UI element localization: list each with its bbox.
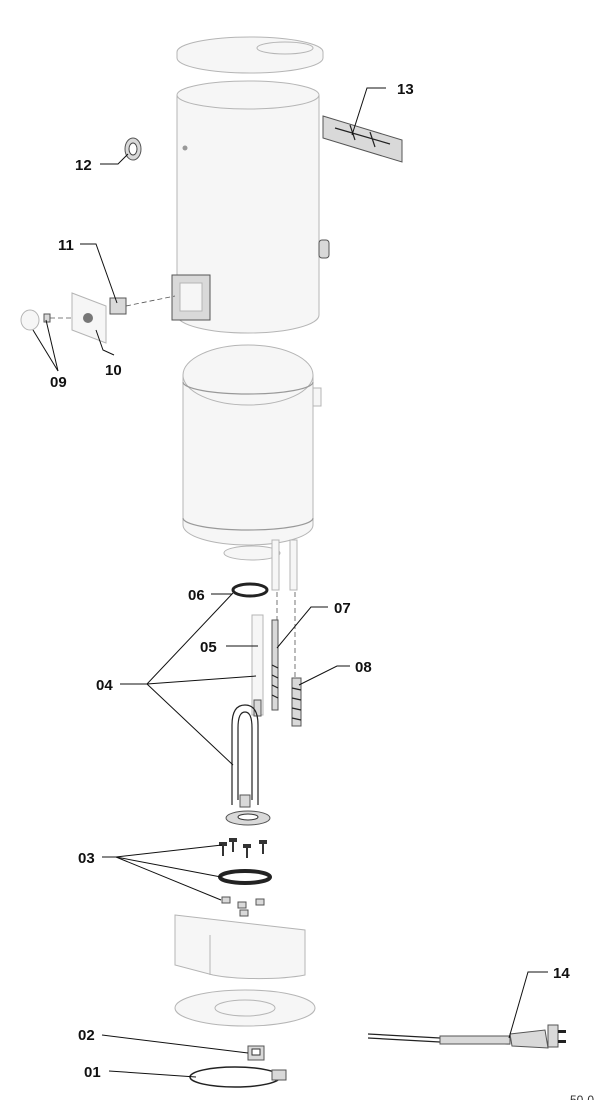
part-06-gasket (231, 582, 269, 598)
part-08-sleeve (291, 677, 302, 727)
part-04-heating-element (225, 704, 271, 826)
callout-08: 08 (355, 659, 372, 676)
outer-casing (171, 80, 330, 334)
callout-labels: 13 12 11 10 09 06 05 07 08 04 03 14 02 0… (50, 81, 570, 1081)
bottom-cover (174, 914, 316, 1027)
part-14-power-cord (367, 1024, 566, 1049)
top-cap (176, 36, 324, 74)
callout-12: 12 (75, 157, 92, 174)
part-07-tube (271, 619, 279, 711)
inner-tank (182, 344, 322, 591)
part-05-anode (251, 614, 264, 717)
part-03-fasteners (218, 838, 272, 917)
part-13-bracket (322, 115, 403, 163)
callout-07: 07 (334, 600, 351, 617)
callout-09: 09 (50, 374, 67, 391)
alignment-lines (276, 592, 296, 678)
callout-10: 10 (105, 362, 122, 379)
callout-03: 03 (78, 850, 95, 867)
part-12-ring (124, 137, 142, 161)
callout-01: 01 (84, 1064, 101, 1081)
part-01-base-plate (189, 1066, 287, 1088)
callout-04: 04 (96, 677, 113, 694)
leader-lines (32, 87, 548, 1078)
callout-14: 14 (553, 965, 570, 982)
callout-02: 02 (78, 1027, 95, 1044)
callout-06: 06 (188, 587, 205, 604)
callout-05: 05 (200, 639, 217, 656)
callout-11: 11 (58, 237, 74, 254)
control-assembly (20, 292, 176, 344)
figure-code: 50-0 (570, 1093, 594, 1100)
part-02-clip (247, 1045, 265, 1061)
callout-13: 13 (397, 81, 414, 98)
